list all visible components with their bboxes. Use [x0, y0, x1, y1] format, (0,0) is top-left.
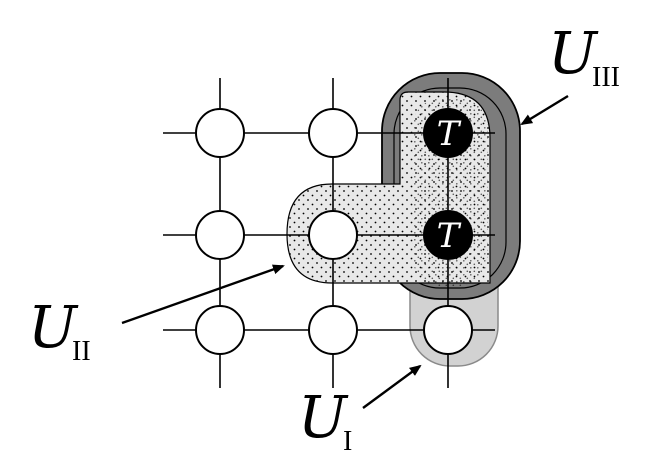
node-label-t: T	[437, 216, 462, 256]
lattice-nodes: T T	[195, 108, 473, 355]
label-u3: U III	[548, 19, 620, 93]
arrow-to-u1	[362, 364, 422, 409]
label-u2: U II	[28, 293, 91, 367]
node-empty	[308, 210, 358, 260]
label-u1-subscript: I	[343, 426, 352, 457]
node-empty	[308, 305, 358, 355]
arrows	[121, 94, 569, 409]
label-u1: U I	[298, 383, 352, 457]
node-empty	[195, 305, 245, 355]
node-empty	[308, 108, 358, 158]
label-u1-symbol: U	[298, 383, 349, 451]
node-label-t: T	[437, 114, 462, 154]
label-u2-symbol: U	[28, 293, 79, 361]
label-u3-subscript: III	[592, 62, 620, 93]
label-u2-subscript: II	[72, 336, 91, 367]
node-empty	[195, 210, 245, 260]
label-u3-symbol: U	[548, 19, 599, 87]
node-empty	[195, 108, 245, 158]
arrow-to-u2	[121, 264, 285, 325]
node-empty	[423, 305, 473, 355]
arrow-to-u3	[520, 94, 569, 126]
node-filled	[423, 210, 473, 260]
node-filled	[423, 108, 473, 158]
